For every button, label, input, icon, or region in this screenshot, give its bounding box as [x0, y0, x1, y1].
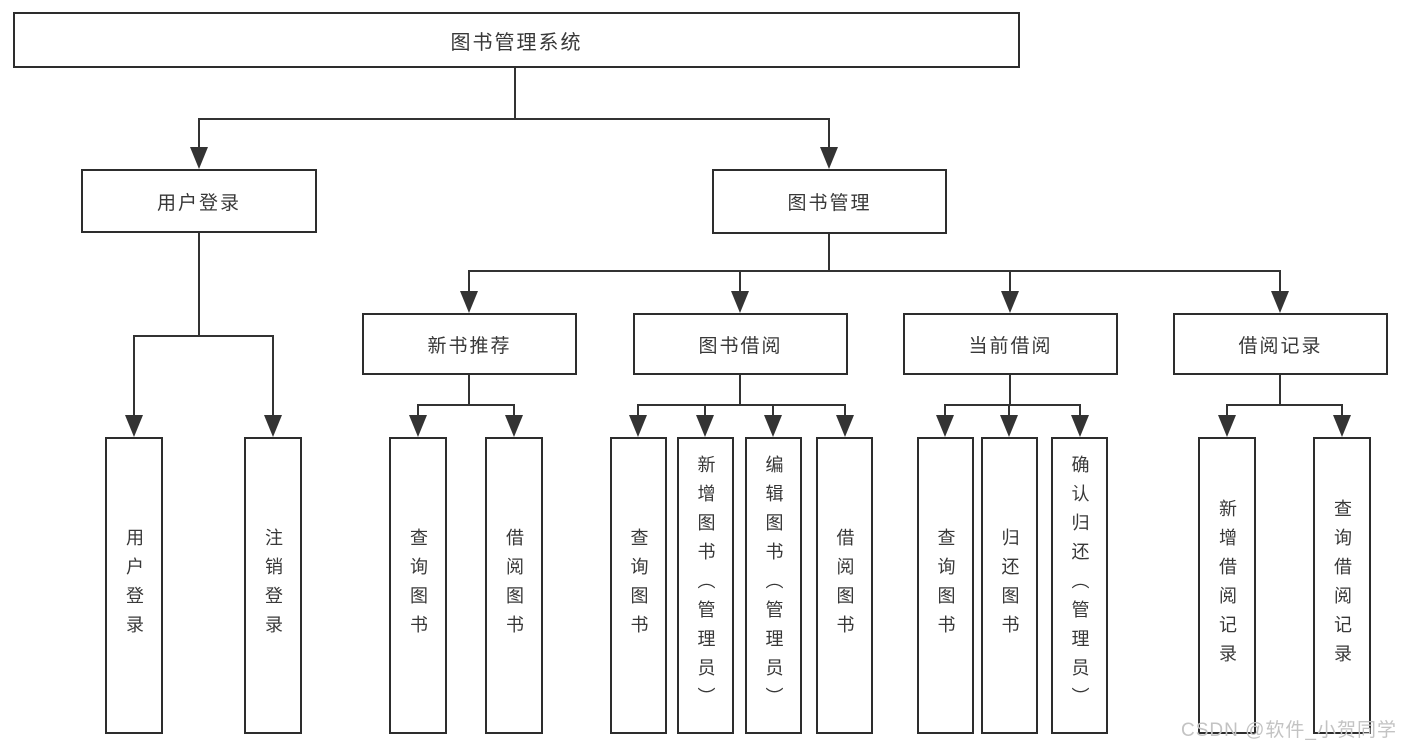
connector-line	[828, 118, 830, 148]
connector-line	[468, 375, 470, 406]
arrow-down-icon	[1001, 291, 1019, 313]
node-label: 查询图书	[628, 527, 649, 644]
arrow-down-icon	[731, 291, 749, 313]
arrow-down-icon	[696, 415, 714, 437]
node-br-query-record: 查询借阅记录	[1313, 437, 1371, 734]
arrow-down-icon	[460, 291, 478, 313]
node-label: 查询图书	[408, 527, 428, 644]
connector-line	[1279, 271, 1281, 292]
node-current-borrowing: 当前借阅	[903, 313, 1118, 375]
node-borrowing-records: 借阅记录	[1173, 313, 1388, 375]
node-bb-query-books: 查询图书	[610, 437, 667, 734]
connector-line	[828, 234, 830, 272]
connector-line	[1008, 405, 1010, 416]
connector-line	[133, 336, 135, 416]
node-nb-borrow-books: 借阅图书	[485, 437, 543, 734]
arrow-down-icon	[505, 415, 523, 437]
connector-line	[417, 405, 419, 416]
node-label: 查询图书	[935, 527, 956, 644]
node-label: 当前借阅	[968, 335, 1053, 357]
node-bb-borrow-books: 借阅图书	[816, 437, 873, 734]
connector-line	[1226, 405, 1228, 416]
node-label: 新增图书（管理员）	[695, 455, 716, 716]
connector-line	[772, 405, 774, 416]
node-library-management-system: 图书管理系统	[13, 12, 1020, 68]
connector-line	[637, 404, 846, 406]
connector-line	[513, 405, 515, 416]
node-book-management: 图书管理	[712, 169, 947, 234]
node-book-borrowing: 图书借阅	[633, 313, 848, 375]
connector-line	[468, 271, 470, 292]
connector-line	[198, 118, 830, 120]
node-label: 编辑图书（管理员）	[763, 455, 784, 716]
arrow-down-icon	[629, 415, 647, 437]
node-label: 图书管理	[787, 193, 872, 214]
arrow-down-icon	[1333, 415, 1351, 437]
node-label: 借阅图书	[504, 527, 524, 644]
connector-line	[844, 405, 846, 416]
node-br-add-record: 新增借阅记录	[1198, 437, 1256, 734]
watermark: CSDN @软件_小贺同学	[1181, 720, 1397, 741]
connector-line	[704, 405, 706, 416]
connector-line	[1079, 405, 1081, 416]
node-cb-confirm-return-admin: 确认归还（管理员）	[1051, 437, 1108, 734]
arrow-down-icon	[264, 415, 282, 437]
node-label: 查询借阅记录	[1332, 498, 1352, 673]
node-bb-edit-books-admin: 编辑图书（管理员）	[745, 437, 802, 734]
arrow-down-icon	[1000, 415, 1018, 437]
node-label: 归还图书	[999, 527, 1020, 644]
arrow-down-icon	[1218, 415, 1236, 437]
node-label: 借阅记录	[1238, 335, 1323, 357]
node-user-login-leaf: 用户登录	[105, 437, 163, 734]
node-user-login: 用户登录	[81, 169, 317, 233]
connector-line	[514, 68, 516, 119]
connector-line	[1341, 405, 1343, 416]
node-label: 新增借阅记录	[1217, 498, 1237, 673]
arrow-down-icon	[820, 147, 838, 169]
connector-line	[417, 404, 515, 406]
arrow-down-icon	[409, 415, 427, 437]
arrow-down-icon	[764, 415, 782, 437]
connector-line	[198, 118, 200, 148]
node-label: 新书推荐	[427, 335, 512, 357]
connector-line	[944, 405, 946, 416]
node-label: 图书管理系统	[450, 31, 583, 54]
node-label: 图书借阅	[698, 335, 783, 357]
arrow-down-icon	[936, 415, 954, 437]
connector-line	[1009, 375, 1011, 406]
connector-line	[198, 233, 200, 336]
node-cb-return-books: 归还图书	[981, 437, 1038, 734]
arrow-down-icon	[1271, 291, 1289, 313]
connector-line	[1009, 271, 1011, 292]
node-label: 确认归还（管理员）	[1069, 455, 1090, 716]
arrow-down-icon	[190, 147, 208, 169]
connector-line	[1226, 404, 1343, 406]
connector-line	[944, 404, 1081, 406]
node-label: 借阅图书	[834, 527, 855, 644]
connector-line	[739, 375, 741, 406]
node-nb-query-books: 查询图书	[389, 437, 447, 734]
connector-line	[1279, 375, 1281, 406]
connector-line	[637, 405, 639, 416]
arrow-down-icon	[125, 415, 143, 437]
arrow-down-icon	[1071, 415, 1089, 437]
node-cb-query-books: 查询图书	[917, 437, 974, 734]
node-label: 用户登录	[156, 192, 241, 214]
connector-line	[468, 270, 1281, 272]
arrow-down-icon	[836, 415, 854, 437]
node-new-book-recommendation: 新书推荐	[362, 313, 577, 375]
connector-line	[272, 336, 274, 416]
connector-line	[739, 271, 741, 292]
node-label: 注销登录	[263, 527, 283, 644]
connector-line	[133, 335, 274, 337]
node-label: 用户登录	[124, 527, 144, 644]
node-logout: 注销登录	[244, 437, 302, 734]
node-bb-add-books-admin: 新增图书（管理员）	[677, 437, 734, 734]
